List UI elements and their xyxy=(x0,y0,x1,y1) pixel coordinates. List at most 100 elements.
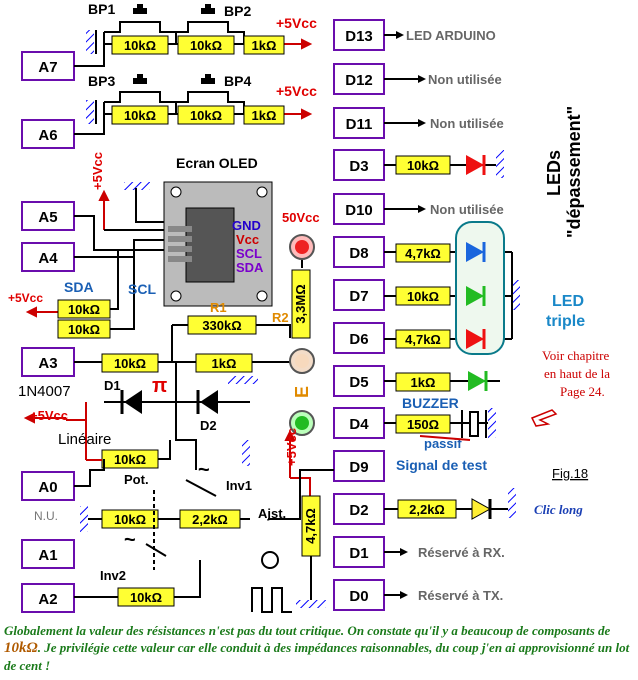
pin-d9: D9 xyxy=(333,450,385,482)
resistor-bp4-10k: 10kΩ xyxy=(177,105,235,125)
pin-d2: D2 xyxy=(333,493,385,525)
svg-text:SCL: SCL xyxy=(236,246,262,261)
svg-text:330kΩ: 330kΩ xyxy=(202,318,241,333)
svg-text:A0: A0 xyxy=(38,479,57,496)
svg-text:D9: D9 xyxy=(349,459,368,476)
svg-text:A6: A6 xyxy=(38,127,57,144)
touch-pads xyxy=(289,234,315,436)
resistor-d4-150: 150Ω xyxy=(395,414,451,434)
svg-text:1N4007: 1N4007 xyxy=(18,383,71,400)
svg-text:A5: A5 xyxy=(38,209,57,226)
svg-text:triple: triple xyxy=(546,313,585,330)
resistor-a3-1k: 1kΩ xyxy=(195,353,253,373)
svg-text:1kΩ: 1kΩ xyxy=(252,38,277,53)
svg-text:en haut de la: en haut de la xyxy=(544,366,610,381)
svg-text:Clic long: Clic long xyxy=(534,502,583,517)
svg-text:N.U.: N.U. xyxy=(34,509,58,523)
svg-text:D12: D12 xyxy=(345,72,373,89)
resistor-a1-10k: 10kΩ xyxy=(101,509,159,529)
svg-text:Pot.: Pot. xyxy=(124,472,149,487)
resistor-a3-10k: 10kΩ xyxy=(101,353,159,373)
pin-a4: A4 xyxy=(21,242,75,272)
svg-text:+5Vcc: +5Vcc xyxy=(276,15,317,31)
resistor-d2-2-2k: 2,2kΩ xyxy=(397,499,457,519)
resistor-bp1-10k: 10kΩ xyxy=(111,35,169,55)
svg-text:D7: D7 xyxy=(349,288,368,305)
resistor-scl-10k: 10kΩ xyxy=(57,319,111,339)
svg-text:Ecran OLED: Ecran OLED xyxy=(176,155,258,171)
svg-text:GND: GND xyxy=(232,218,261,233)
svg-text:1kΩ: 1kΩ xyxy=(212,356,237,371)
svg-text:+5Vcc: +5Vcc xyxy=(284,428,299,466)
svg-text:Vcc: Vcc xyxy=(236,232,259,247)
resistor-pot-10k: 10kΩ xyxy=(101,449,159,469)
svg-text:+5Vcc: +5Vcc xyxy=(30,408,68,423)
svg-text:D3: D3 xyxy=(349,158,368,175)
svg-text:10kΩ: 10kΩ xyxy=(190,38,222,53)
arrow-heads xyxy=(396,31,426,599)
svg-text:BP4: BP4 xyxy=(224,73,251,89)
labels: BP1 BP2 BP3 BP4 +5Vcc +5Vcc Ecran OLED +… xyxy=(8,1,610,603)
svg-text:10kΩ: 10kΩ xyxy=(114,452,146,467)
svg-text:4,7kΩ: 4,7kΩ xyxy=(405,332,441,347)
resistor-a2-10k: 10kΩ xyxy=(117,587,175,607)
svg-text:A1: A1 xyxy=(38,547,57,564)
svg-text:D5: D5 xyxy=(349,374,368,391)
pin-d1: D1 xyxy=(333,536,385,568)
svg-text:R2: R2 xyxy=(272,310,289,325)
resistor-a7-1k: 1kΩ xyxy=(243,35,285,55)
svg-text:LED: LED xyxy=(552,293,584,310)
svg-text:SCL: SCL xyxy=(128,281,156,297)
caption-part2: . Je privilégie cette valeur car elle co… xyxy=(4,640,630,673)
svg-text:+5Vcc: +5Vcc xyxy=(276,83,317,99)
svg-text:Réservé à RX.: Réservé à RX. xyxy=(418,545,505,560)
svg-text:D2: D2 xyxy=(349,502,368,519)
pin-a6: A6 xyxy=(21,119,75,149)
svg-text:D4: D4 xyxy=(349,416,369,433)
resistor-d7-10k: 10kΩ xyxy=(395,286,451,306)
svg-text:D10: D10 xyxy=(345,202,373,219)
svg-text:BP2: BP2 xyxy=(224,3,251,19)
square-wave xyxy=(251,551,292,613)
pin-a3: A3 xyxy=(21,347,75,377)
pin-a5: A5 xyxy=(21,201,75,231)
svg-text:E: E xyxy=(292,386,312,398)
resistor-sda-10k: 10kΩ xyxy=(57,299,111,319)
svg-text:10kΩ: 10kΩ xyxy=(407,289,439,304)
svg-text:Inv2: Inv2 xyxy=(100,568,126,583)
svg-text:4,7kΩ: 4,7kΩ xyxy=(303,508,318,544)
caption-highlight: 10kΩ xyxy=(4,640,38,656)
svg-text:50Vcc: 50Vcc xyxy=(282,210,320,225)
pin-d11: D11 xyxy=(333,107,385,139)
pin-d7: D7 xyxy=(333,279,385,311)
resistor-d5-1k: 1kΩ xyxy=(395,372,451,392)
svg-text:Non utilisée: Non utilisée xyxy=(430,116,504,131)
svg-text:Page 24.: Page 24. xyxy=(560,384,605,399)
svg-text:Réservé à TX.: Réservé à TX. xyxy=(418,588,503,603)
svg-text:SDA: SDA xyxy=(64,279,94,295)
svg-text:BUZZER: BUZZER xyxy=(402,395,459,411)
svg-text:passif: passif xyxy=(424,436,462,451)
svg-text:D1: D1 xyxy=(349,545,368,562)
svg-text:Inv1: Inv1 xyxy=(226,478,252,493)
caption-part1: Globalement la valeur des résistances n'… xyxy=(4,623,611,638)
svg-text:Non utilisée: Non utilisée xyxy=(428,72,502,87)
svg-text:2,2kΩ: 2,2kΩ xyxy=(192,512,228,527)
svg-text:10kΩ: 10kΩ xyxy=(114,512,146,527)
resistor-d3-10k: 10kΩ xyxy=(395,155,451,175)
pin-d5: D5 xyxy=(333,365,385,397)
svg-text:Ajst.: Ajst. xyxy=(258,506,286,521)
svg-text:Signal de test: Signal de test xyxy=(396,457,487,473)
pin-a2: A2 xyxy=(21,583,75,613)
pin-d8: D8 xyxy=(333,236,385,268)
caption: Globalement la valeur des résistances n'… xyxy=(4,622,634,674)
svg-text:LEDs: LEDs xyxy=(544,150,564,196)
switches xyxy=(145,479,217,570)
resistor-a6-1k: 1kΩ xyxy=(243,105,285,125)
ground-hatches xyxy=(80,30,520,608)
svg-text:10kΩ: 10kΩ xyxy=(124,108,156,123)
pin-a0: A0 xyxy=(21,471,75,501)
svg-text:10kΩ: 10kΩ xyxy=(190,108,222,123)
svg-text:π: π xyxy=(152,375,167,397)
svg-text:"dépassement": "dépassement" xyxy=(564,106,584,238)
